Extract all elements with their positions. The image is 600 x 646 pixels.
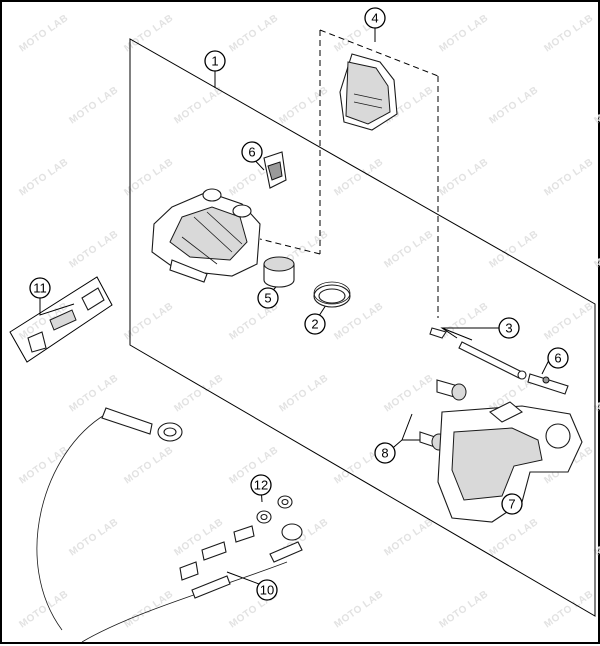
callout-number: 8 bbox=[381, 446, 388, 461]
watermark-text: MOTO LAB bbox=[172, 85, 225, 127]
group-6-dashed-link bbox=[259, 238, 321, 255]
group-1-outline bbox=[129, 38, 596, 617]
brake-pad-set bbox=[339, 53, 398, 131]
callout-number: 12 bbox=[254, 478, 268, 493]
watermark-text: MOTO LAB bbox=[227, 13, 280, 55]
callout-number: 11 bbox=[33, 281, 47, 296]
watermark-text: MOTO LAB bbox=[487, 517, 540, 559]
callout-6: 6 bbox=[241, 141, 263, 163]
callout-7: 7 bbox=[501, 493, 523, 515]
callout-5: 5 bbox=[257, 287, 279, 309]
watermark-text: MOTO LAB bbox=[592, 373, 600, 415]
watermark-text: MOTO LAB bbox=[122, 445, 175, 487]
watermark-text: MOTO LAB bbox=[277, 85, 330, 127]
callout-number: 4 bbox=[371, 11, 378, 26]
callout-1: 1 bbox=[204, 50, 226, 72]
watermark-text: MOTO LAB bbox=[67, 373, 120, 415]
group-4-outline bbox=[319, 29, 439, 318]
watermark-text: MOTO LAB bbox=[382, 517, 435, 559]
watermark-text: MOTO LAB bbox=[332, 157, 385, 199]
watermark-text: MOTO LAB bbox=[542, 589, 595, 631]
bleeder-set bbox=[9, 276, 113, 363]
callout-number: 6 bbox=[554, 351, 561, 366]
watermark-text: MOTO LAB bbox=[437, 157, 490, 199]
watermark-text: MOTO LAB bbox=[487, 229, 540, 271]
callout-number: 10 bbox=[260, 583, 274, 598]
watermark-text: MOTO LAB bbox=[542, 13, 595, 55]
callout-12: 12 bbox=[250, 474, 272, 496]
watermark-text: MOTO LAB bbox=[487, 85, 540, 127]
watermark-text: MOTO LAB bbox=[17, 157, 70, 199]
watermark-text: MOTO LAB bbox=[122, 589, 175, 631]
watermark-text: MOTO LAB bbox=[592, 85, 600, 127]
watermark-text: MOTO LAB bbox=[17, 445, 70, 487]
watermark-text: MOTO LAB bbox=[542, 157, 595, 199]
watermark-text: MOTO LAB bbox=[17, 13, 70, 55]
watermark-text: MOTO LAB bbox=[592, 229, 600, 271]
watermark-text: MOTO LAB bbox=[332, 589, 385, 631]
sealing-rings bbox=[179, 495, 293, 581]
callout-10: 10 bbox=[256, 579, 278, 601]
callout-number: 1 bbox=[211, 54, 218, 69]
callout-11: 11 bbox=[29, 277, 51, 299]
guide-pin bbox=[429, 327, 527, 380]
watermark-text: MOTO LAB bbox=[332, 301, 385, 343]
watermark-text: MOTO LAB bbox=[277, 373, 330, 415]
callout-number: 5 bbox=[264, 291, 271, 306]
retaining-clip bbox=[527, 373, 569, 395]
callout-number: 2 bbox=[311, 317, 318, 332]
callout-3: 3 bbox=[498, 317, 520, 339]
callout-8: 8 bbox=[374, 442, 396, 464]
callout-6: 6 bbox=[547, 347, 569, 369]
callout-2: 2 bbox=[304, 313, 326, 335]
callout-number: 7 bbox=[508, 497, 515, 512]
watermark-text: MOTO LAB bbox=[542, 301, 595, 343]
caliper-piston bbox=[263, 256, 295, 288]
watermark-text: MOTO LAB bbox=[437, 13, 490, 55]
watermark-text: MOTO LAB bbox=[67, 85, 120, 127]
watermark-text: MOTO LAB bbox=[382, 229, 435, 271]
watermark-text: MOTO LAB bbox=[382, 373, 435, 415]
callout-4: 4 bbox=[364, 7, 386, 29]
watermark-text: MOTO LAB bbox=[67, 517, 120, 559]
watermark-text: MOTO LAB bbox=[67, 229, 120, 271]
caliper-carrier bbox=[437, 401, 583, 523]
watermark-text: MOTO LAB bbox=[172, 373, 225, 415]
brake-caliper bbox=[151, 188, 261, 283]
watermark-text: MOTO LAB bbox=[592, 517, 600, 559]
watermark-text: MOTO LAB bbox=[437, 301, 490, 343]
piston-seal bbox=[313, 281, 351, 308]
watermark-text: MOTO LAB bbox=[437, 589, 490, 631]
brake-hose bbox=[36, 407, 303, 643]
pad-spring bbox=[263, 151, 287, 189]
callout-number: 6 bbox=[248, 145, 255, 160]
callout-number: 3 bbox=[505, 321, 512, 336]
